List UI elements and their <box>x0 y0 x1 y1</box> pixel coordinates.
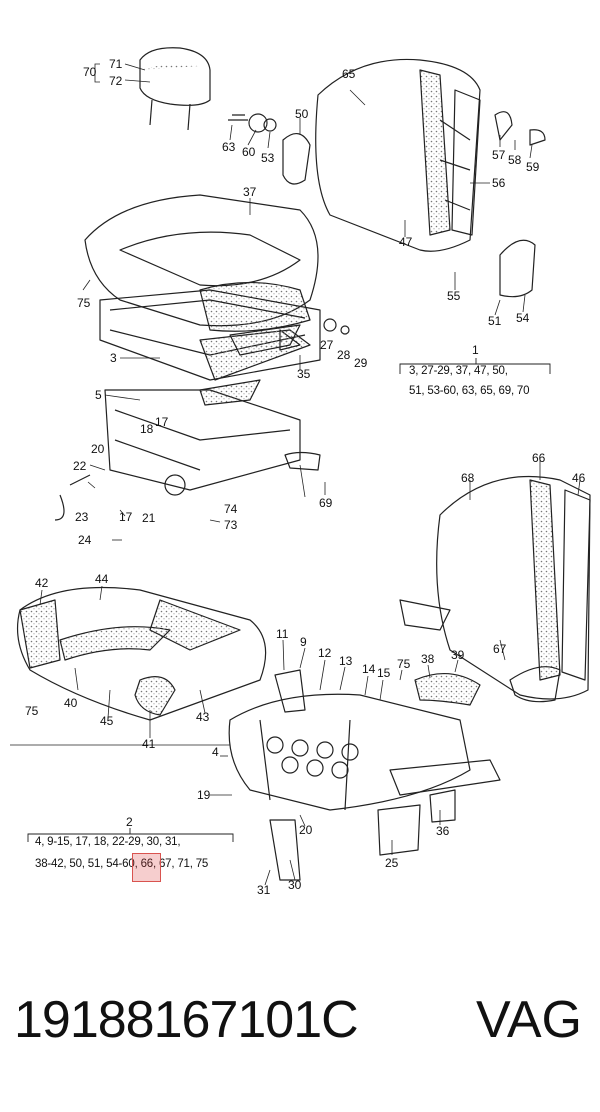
callout-27: 27 <box>320 338 334 352</box>
callout-35: 35 <box>297 367 311 381</box>
callout-58: 58 <box>508 153 522 167</box>
callout-4: 4 <box>212 745 219 759</box>
footer: 19188167101C VAG <box>0 990 600 1070</box>
part-number: 19188167101C <box>14 991 359 1049</box>
callout-44: 44 <box>95 572 109 586</box>
headrest <box>139 47 211 106</box>
callout-14: 14 <box>362 662 376 676</box>
callout-17b: 17 <box>119 510 133 524</box>
callout-66: 66 <box>532 451 546 465</box>
callout-60: 60 <box>242 145 256 159</box>
callout-63: 63 <box>222 140 236 154</box>
callout-45: 45 <box>100 714 114 728</box>
callout-29: 29 <box>354 356 368 370</box>
callout-19: 19 <box>197 788 211 802</box>
callout-72: 72 <box>109 74 123 88</box>
box2-title: 2 <box>126 815 133 829</box>
callout-46: 46 <box>572 471 586 485</box>
callout-38: 38 <box>421 652 435 666</box>
callout-20a: 20 <box>91 442 105 456</box>
callout-21: 21 <box>142 511 156 525</box>
callout-67: 67 <box>493 642 507 656</box>
callout-68: 68 <box>461 471 475 485</box>
callout-17a: 17 <box>155 415 169 429</box>
callout-3: 3 <box>110 351 117 365</box>
callout-24: 24 <box>78 533 92 547</box>
box1-title: 1 <box>472 343 479 357</box>
callout-31: 31 <box>257 883 271 897</box>
callout-57: 57 <box>492 148 506 162</box>
box1-line2: 51, 53-60, 63, 65, 69, 70 <box>409 385 530 397</box>
callout-30: 30 <box>288 878 302 892</box>
callout-43: 43 <box>196 710 210 724</box>
callout-59: 59 <box>526 160 540 174</box>
callout-53: 53 <box>261 151 275 165</box>
callout-9: 9 <box>300 635 307 649</box>
callout-37: 37 <box>243 185 257 199</box>
callout-42: 42 <box>35 576 49 590</box>
callout-56: 56 <box>492 176 506 190</box>
backrest-lower <box>436 475 591 700</box>
callout-50: 50 <box>295 107 309 121</box>
callout-23: 23 <box>75 510 89 524</box>
highlight-marker <box>132 853 161 882</box>
callout-70: 70 <box>83 65 97 79</box>
callout-5: 5 <box>95 388 102 402</box>
callout-28: 28 <box>337 348 351 362</box>
callout-39: 39 <box>451 648 465 662</box>
callout-25: 25 <box>385 856 399 870</box>
callout-71: 71 <box>109 57 123 71</box>
callout-36: 36 <box>436 824 450 838</box>
backrest-panel <box>499 239 536 298</box>
brand-label: VAG <box>476 991 582 1049</box>
callout-55: 55 <box>447 289 461 303</box>
seat-frame-upper <box>99 289 321 381</box>
box1-line1: 3, 27-29, 37, 47, 50, <box>409 365 508 377</box>
callout-75a: 75 <box>77 296 91 310</box>
seat-frame-lower <box>228 693 471 811</box>
callout-47: 47 <box>399 235 413 249</box>
callout-74: 74 <box>224 502 238 516</box>
box2-line2: 38-42, 50, 51, 54-60, 66, 67, 71, 75 <box>35 858 209 870</box>
box2-line1: 4, 9-15, 17, 18, 22-29, 30, 31, <box>35 836 181 848</box>
callout-73: 73 <box>224 518 238 532</box>
callout-75c: 75 <box>25 704 39 718</box>
callout-51: 51 <box>488 314 502 328</box>
callout-54: 54 <box>516 311 530 325</box>
callout-41: 41 <box>142 737 156 751</box>
callout-11: 11 <box>276 627 289 641</box>
callout-20b: 20 <box>299 823 313 837</box>
callout-65: 65 <box>342 67 356 81</box>
callout-75b: 75 <box>397 657 411 671</box>
callout-40: 40 <box>64 696 78 710</box>
seat-parts-diagram <box>10 47 591 886</box>
callout-15: 15 <box>377 666 391 680</box>
callout-13: 13 <box>339 654 353 668</box>
callout-12: 12 <box>318 646 332 660</box>
backrest-upper <box>315 58 481 252</box>
callout-69: 69 <box>319 496 333 510</box>
callout-22: 22 <box>73 459 87 473</box>
callout-18: 18 <box>140 422 154 436</box>
